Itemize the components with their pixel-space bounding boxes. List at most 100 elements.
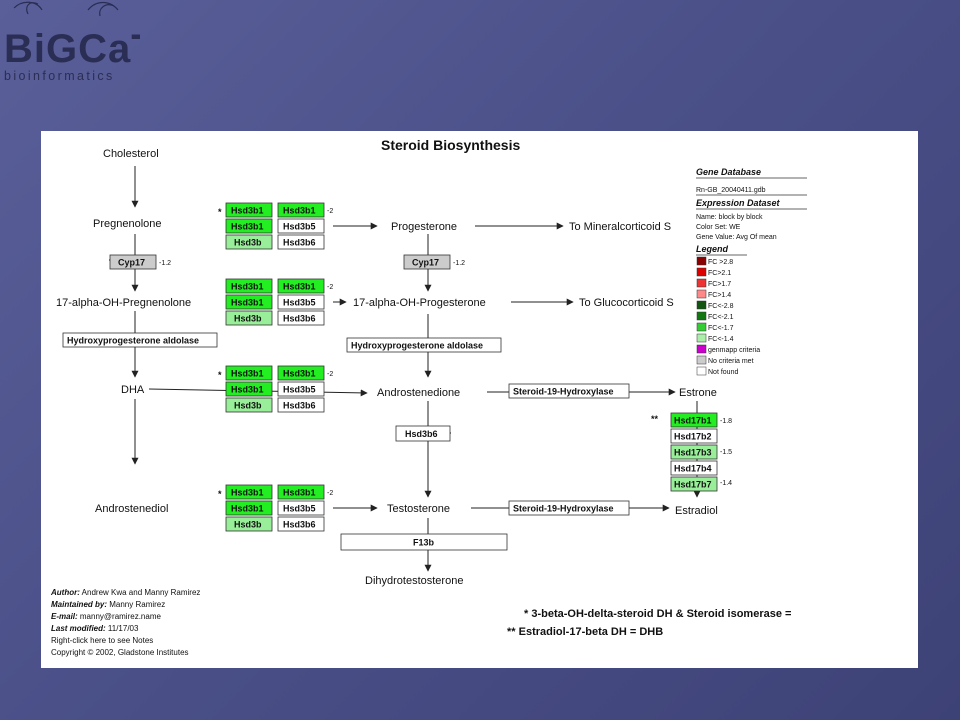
svg-text:Last modified: 11/17/03: Last modified: 11/17/03 — [51, 624, 139, 633]
maintained-value: Manny Ramirez — [107, 600, 165, 609]
gene-box-hsd3b1[interactable]: Hsd3b1 — [277, 365, 325, 381]
legend-swatch-fc-lt-1-7 — [696, 322, 707, 332]
gene-box-hsd3b[interactable]: Hsd3b — [225, 310, 273, 326]
svg-text:Cyp17: Cyp17 — [118, 258, 145, 268]
footnote-1: * 3-beta-OH-delta-steroid DH & Steroid i… — [524, 608, 791, 620]
single-mark: * — [218, 489, 222, 499]
gene-box-hsd3b6[interactable]: Hsd3b6 — [277, 234, 325, 250]
metabolite-testosterone: Testosterone — [387, 503, 450, 515]
modified-label: Last modified: — [51, 624, 106, 633]
svg-text:Hsd3b1: Hsd3b1 — [283, 488, 316, 498]
gene-box-hsd3b1[interactable]: Hsd3b1 — [225, 484, 273, 500]
hsd3b-group-1: Hsd3b1 Hsd3b1 Hsd3b1 Hsd3b5 Hsd3b Hsd3b6… — [218, 202, 333, 250]
svg-text:Steroid-19-Hydroxylase: Steroid-19-Hydroxylase — [513, 387, 614, 397]
notes-link[interactable]: Right-click here to see Notes — [51, 636, 153, 645]
expression-name: Name: block by block — [696, 214, 763, 221]
gene-box-hsd17b1[interactable]: Hsd17b1 — [670, 412, 718, 428]
metabolite-to-mineralocorticoid: To Mineralcorticoid S — [569, 221, 671, 233]
gene-box-hsd3b1[interactable]: Hsd3b1 — [225, 218, 273, 234]
svg-text:Hsd3b1: Hsd3b1 — [283, 282, 316, 292]
legend-swatch-not-found — [696, 366, 707, 376]
svg-text:Hsd3b5: Hsd3b5 — [283, 298, 316, 308]
legend-swatch-fc-lt-2-1 — [696, 311, 707, 321]
gene-box-hsd3b1[interactable]: Hsd3b1 — [225, 365, 273, 381]
gene-box-hsd3b1[interactable]: Hsd3b1 — [225, 278, 273, 294]
legend-swatch-no-criteria — [696, 355, 707, 365]
expression-gene-value: Gene Value: Avg Of mean — [696, 234, 777, 241]
steroid-pathway-diagram: Steroid Biosynthesis Cholesterol Pregnen… — [50, 137, 807, 657]
fold-value-hsd17b1: -1.8 — [720, 418, 732, 425]
gene-box-hsd3b5[interactable]: Hsd3b5 — [277, 294, 325, 310]
author-label: Author: — [50, 588, 80, 597]
fold-value-cyp17-b: -1.2 — [453, 260, 465, 267]
gene-box-hsd3b6[interactable]: Hsd3b6 — [277, 516, 325, 532]
author-value: Andrew Kwa and Manny Ramirez — [80, 588, 201, 597]
gene-database-heading: Gene Database — [696, 167, 761, 177]
gene-box-hsd3b1[interactable]: Hsd3b1 — [225, 381, 273, 397]
svg-text:Hsd3b6: Hsd3b6 — [283, 520, 316, 530]
gene-box-hsd3b5[interactable]: Hsd3b5 — [277, 500, 325, 516]
legend-item-label: FC<-2.1 — [708, 314, 734, 321]
expression-dataset-heading: Expression Dataset — [696, 198, 781, 208]
legend-item-label: FC<-1.4 — [708, 336, 734, 343]
gene-box-hsd3b1[interactable]: Hsd3b1 — [225, 202, 273, 218]
fold-value-hsd17b7: -1.4 — [720, 480, 732, 487]
gene-box-hsd3b6-single[interactable]: Hsd3b6 — [395, 425, 451, 442]
enzyme-label-hydroxylase-b[interactable]: Steroid-19-Hydroxylase — [508, 500, 630, 516]
gene-box-hsd3b[interactable]: Hsd3b — [225, 234, 273, 250]
gene-box-hsd17b2[interactable]: Hsd17b2 — [670, 428, 718, 444]
gene-box-hsd3b6[interactable]: Hsd3b6 — [277, 397, 325, 413]
fold-value-cyp17-a: -1.2 — [159, 260, 171, 267]
gene-box-f13b[interactable]: F13b — [340, 533, 508, 551]
fold-value-hsd3b1: -2 — [327, 208, 333, 215]
gene-box-hsd3b[interactable]: Hsd3b — [225, 397, 273, 413]
svg-text:Hsd3b1: Hsd3b1 — [283, 369, 316, 379]
single-mark: * — [218, 207, 222, 217]
maintained-label: Maintained by: — [51, 600, 107, 609]
legend-swatch-fc-gt-2-8 — [696, 256, 707, 266]
svg-text:Hsd3b5: Hsd3b5 — [283, 504, 316, 514]
enzyme-label-aldolase-b[interactable]: Hydroxyprogesterone aldolase — [346, 337, 502, 353]
gene-box-hsd17b3[interactable]: Hsd17b3 — [670, 444, 718, 460]
svg-text:Hsd17b7: Hsd17b7 — [674, 480, 712, 490]
gene-box-hsd3b5[interactable]: Hsd3b5 — [277, 218, 325, 234]
enzyme-label-aldolase-a[interactable]: Hydroxyprogesterone aldolase — [62, 332, 218, 348]
legend-swatch-fc-gt-2-1 — [696, 267, 707, 277]
footnotes: * 3-beta-OH-delta-steroid DH & Steroid i… — [507, 608, 791, 638]
gene-box-cyp17-b[interactable]: Cyp17 — [403, 254, 451, 270]
metabolite-dihydrotestosterone: Dihydrotestosterone — [365, 575, 463, 587]
gene-box-hsd3b1[interactable]: Hsd3b1 — [277, 202, 325, 218]
email-label: E-mail: — [51, 612, 78, 621]
svg-text:Hsd3b6: Hsd3b6 — [283, 238, 316, 248]
legend-item-label: No criteria met — [708, 358, 754, 365]
copyright: Copyright © 2002, Gladstone Institutes — [51, 648, 189, 657]
email-value: manny@ramirez.name — [78, 612, 162, 621]
metabolite-17oh-pregnenolone: 17-alpha-OH-Pregnenolone — [56, 297, 191, 309]
gene-box-hsd3b1[interactable]: Hsd3b1 — [277, 484, 325, 500]
double-mark: ** — [651, 414, 659, 424]
modified-value: 11/17/03 — [106, 624, 139, 633]
gene-box-hsd3b5[interactable]: Hsd3b5 — [277, 381, 325, 397]
gene-box-hsd3b1[interactable]: Hsd3b1 — [277, 278, 325, 294]
gene-box-hsd17b4[interactable]: Hsd17b4 — [670, 460, 718, 476]
legend-item-label: Not found — [708, 369, 738, 376]
svg-text:Hsd17b2: Hsd17b2 — [674, 432, 712, 442]
gene-box-hsd3b[interactable]: Hsd3b — [225, 516, 273, 532]
logo-subtitle: bioinformatics — [4, 69, 115, 83]
gene-box-hsd3b6[interactable]: Hsd3b6 — [277, 310, 325, 326]
hsd3b-group-2: Hsd3b1 Hsd3b1 Hsd3b1 Hsd3b5 Hsd3b Hsd3b6… — [225, 278, 333, 326]
enzyme-label-hydroxylase-a[interactable]: Steroid-19-Hydroxylase — [508, 383, 630, 399]
gene-box-hsd3b1[interactable]: Hsd3b1 — [225, 500, 273, 516]
svg-text:Hsd3b: Hsd3b — [234, 238, 262, 248]
metabolite-androstenediol: Androstenediol — [95, 503, 168, 515]
diagram-title: Steroid Biosynthesis — [381, 137, 520, 153]
gene-box-hsd17b7[interactable]: Hsd17b7 — [670, 476, 718, 492]
logo-name: BiGCaT — [4, 27, 140, 71]
svg-text:E-mail: manny@ramirez.name: E-mail: manny@ramirez.name — [51, 612, 161, 621]
gene-box-hsd3b1[interactable]: Hsd3b1 — [225, 294, 273, 310]
fold-value-hsd3b1: -2 — [327, 371, 333, 378]
gene-box-cyp17-a[interactable]: Cyp17 — [109, 254, 157, 270]
metabolite-progesterone: Progesterone — [391, 221, 457, 233]
svg-text:Hsd3b1: Hsd3b1 — [231, 488, 264, 498]
metabolite-to-glucocorticoid: To Glucocorticoid S — [579, 297, 674, 309]
